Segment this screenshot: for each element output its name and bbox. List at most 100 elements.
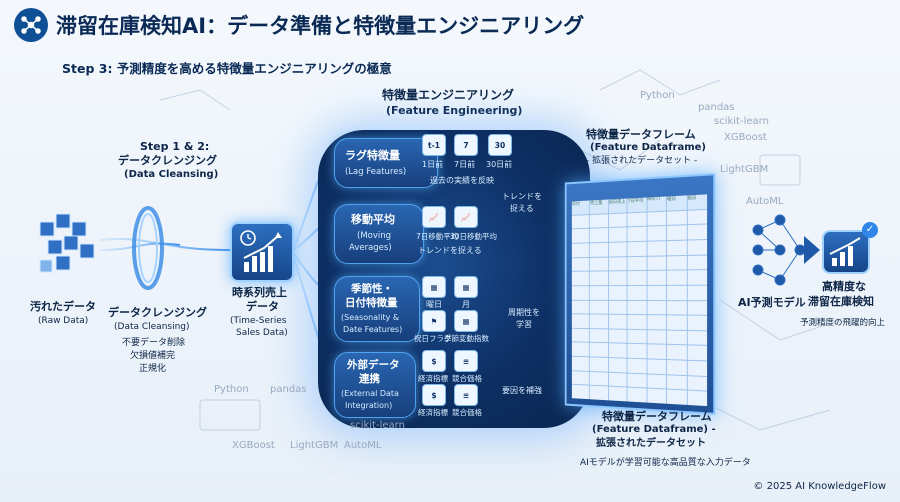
dataframe-top-sub: - 拡張されたデータセット - [586,156,698,166]
dataframe-bottom-jp: 特徴量データフレーム [602,410,712,423]
line-chart-icon: 📈 [454,206,478,228]
ai-network-logo-icon [14,8,48,42]
timeseries-label-jp2: データ [246,300,279,313]
cleansing-task: 欠損値補完 [130,351,176,361]
table-cell [571,214,590,229]
table-cell [608,300,627,315]
growth-chart-icon [240,230,282,272]
table-cell [667,345,687,360]
watermark-lightgbm: LightGBM [720,164,769,175]
calendar-icon: 30 [488,134,512,156]
table-cell [687,375,708,391]
result-node [822,230,870,274]
money-icon: $ [422,350,446,372]
table-cell [647,285,667,300]
dataframe-bottom-note: AIモデルが学習可能な高品質な入力データ [580,458,751,468]
moving-average-card: 移動平均 (Moving Averages) [334,204,424,264]
table-cell [571,328,590,343]
table-cell [590,242,608,257]
table-cell [590,328,608,343]
calendar-icon: t-1 [422,134,446,156]
table-cell [590,371,608,386]
calendar-icon: ▦ [454,276,478,298]
timeseries-label-en2: Sales Data) [236,328,288,338]
fe-title-jp: 特徴量エンジニアリング [382,88,515,102]
page-title: 滞留在庫検知AI：データ準備と特徴量エンジニアリング [56,14,585,38]
table-cell [667,300,687,315]
watermark-automl: AutoML [746,196,784,207]
raw-data-label-en: (Raw Data) [38,316,89,326]
table-cell [571,300,590,314]
watermark-xgboost: XGBoost [724,132,767,143]
table-cell [608,271,627,285]
table-cell [571,385,590,400]
cleansing-bottom-en: (Data Cleansing) [114,322,190,332]
table-cell [647,241,667,256]
table-cell [627,271,647,285]
table-cell [590,285,608,300]
dataframe-top-jp: 特徴量データフレーム [586,128,696,141]
table-cell [687,345,708,361]
cleansing-step-label: Step 1 & 2: [140,140,210,153]
table-cell [647,226,667,241]
fe-title-en: (Feature Engineering) [386,104,523,117]
watermark-automl: AutoML [344,440,382,451]
table-cell [687,255,708,270]
table-cell: 売上量 [590,199,608,214]
table-cell [571,314,590,328]
table-cell: 前日売上 [608,198,627,213]
dataframe-bottom-en: (Feature Dataframe) - [592,424,716,435]
table-cell [608,386,627,402]
table-cell [627,358,647,374]
calendar-icon: 7 [454,134,478,156]
line-chart-icon: 📈 [422,206,446,228]
calendar-icon: ▦ [422,276,446,298]
table-cell [687,285,708,300]
dataframe-bottom-sub: 拡張されたデータセット [596,438,706,449]
table-cell [590,257,608,271]
timeseries-label-en1: (Time-Series [230,316,287,326]
table-cell [647,388,667,404]
database-icon: ≡ [454,384,478,406]
table-cell [627,285,647,300]
table-cell [608,329,627,344]
watermark-pandas: pandas [270,384,307,395]
table-cell [647,270,667,285]
table-cell [608,256,627,271]
watermark-scikit-learn: scikit-learn [350,420,405,431]
table-cell [687,315,708,331]
table-cell [647,315,667,330]
table-cell [667,375,687,390]
watermark-pandas: pandas [698,102,735,113]
table-cell [608,242,627,257]
table-cell [647,211,667,226]
table-cell: 祝日 [687,194,708,210]
seasonality-card: 季節性・ 日付特徴量 (Seasonality & Date Features) [334,276,420,342]
flag-icon: ⚑ [422,310,446,332]
table-cell: 曜日 [667,195,687,211]
table-cell [687,300,708,315]
cleansing-top-en: (Data Cleansing) [124,169,219,180]
result-label-jp1: 高精度な [822,280,866,293]
table-cell [627,344,647,359]
table-cell [627,256,647,271]
cleansing-bottom-jp: データクレンジング [108,306,207,319]
cleansing-task: 不要データ削除 [122,338,186,348]
table-cell [687,270,708,285]
page-subtitle: Step 3: 予測精度を高める特徴量エンジニアリングの極意 [62,61,392,76]
external-data-card: 外部データ 連携 (External Data Integration) [334,352,416,418]
table-cell [571,342,590,357]
calendar-icon: ▦ [454,310,478,332]
result-label-jp2: 滞留在庫検知 [808,295,874,308]
table-cell [647,374,667,389]
table-cell [571,356,590,371]
table-cell [590,343,608,358]
table-cell [627,241,647,256]
table-cell [667,360,687,375]
table-cell [647,344,667,360]
money-icon: $ [422,384,446,406]
table-cell [667,389,687,405]
ai-model-label: AI予測モデル [738,296,806,309]
table-cell [590,300,608,314]
growth-chart-icon [829,237,861,266]
